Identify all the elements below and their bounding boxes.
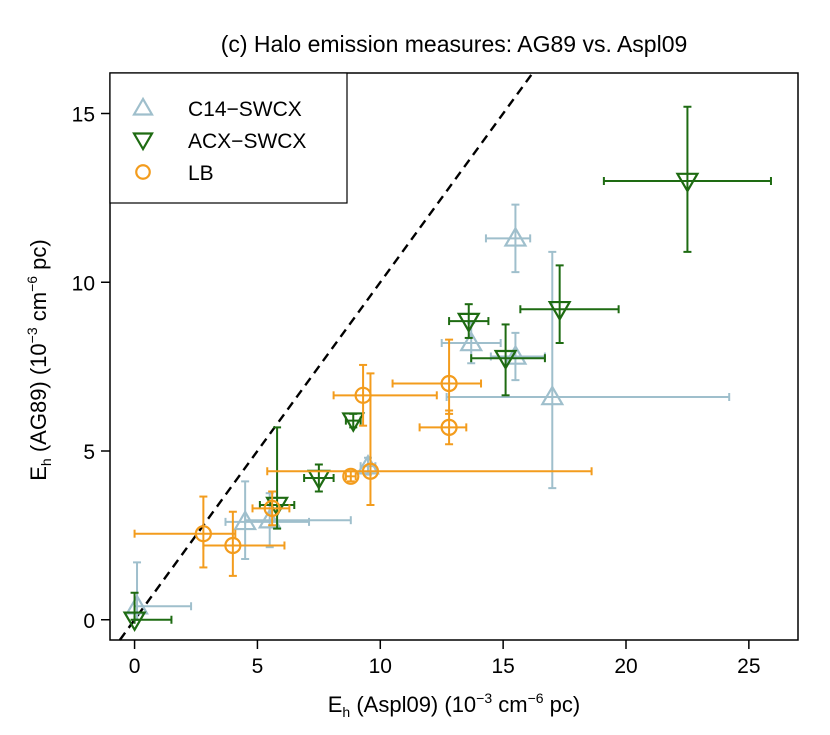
triangle-up-marker bbox=[540, 384, 565, 406]
y-tick-label: 10 bbox=[72, 272, 95, 295]
circle-marker bbox=[263, 499, 281, 517]
series-2 bbox=[133, 338, 593, 577]
data-point bbox=[448, 303, 490, 339]
triangle-up-marker bbox=[459, 330, 484, 352]
x-tick-label: 10 bbox=[369, 655, 392, 678]
x-tick-label: 20 bbox=[614, 655, 637, 678]
data-point bbox=[332, 363, 438, 427]
reference-line-layer bbox=[118, 72, 534, 641]
y-tick-label: 0 bbox=[83, 610, 95, 633]
x-axis: 0 5 10 15 20 25 bbox=[129, 640, 761, 678]
legend-label: C14−SWCX bbox=[188, 98, 302, 121]
plot-frame bbox=[109, 72, 799, 641]
legend-label: LB bbox=[188, 162, 214, 185]
circle-marker bbox=[440, 418, 458, 436]
data-point bbox=[341, 412, 366, 433]
legend-item: ACX−SWCX bbox=[132, 130, 306, 153]
data-point bbox=[470, 323, 546, 397]
x-tick-label: 5 bbox=[252, 655, 264, 678]
triangle-down-marker bbox=[132, 132, 154, 152]
triangle-up-marker bbox=[257, 507, 282, 529]
x-tick-label: 25 bbox=[737, 655, 760, 678]
data-point bbox=[303, 463, 335, 493]
data-point bbox=[133, 495, 237, 569]
data-point bbox=[122, 591, 173, 632]
chart-title: (c) Halo emission measures: AG89 vs. Asp… bbox=[221, 31, 688, 57]
data-point bbox=[519, 264, 620, 344]
data-point bbox=[244, 492, 352, 549]
circle-marker bbox=[224, 536, 242, 555]
series-0 bbox=[125, 203, 731, 621]
x-tick-label: 15 bbox=[491, 655, 514, 678]
circle-marker bbox=[342, 467, 360, 485]
legend-item: C14−SWCX bbox=[132, 96, 302, 121]
data-point bbox=[266, 372, 593, 506]
circle-marker bbox=[440, 374, 458, 393]
triangle-down-marker bbox=[675, 172, 700, 194]
data-point bbox=[391, 338, 483, 415]
reference-line-y-equals-x bbox=[118, 72, 534, 641]
data-point bbox=[602, 105, 772, 253]
triangle-up-marker bbox=[503, 226, 528, 247]
data-point bbox=[418, 409, 468, 446]
data-layer bbox=[122, 105, 772, 632]
y-axis-label: Eh (AG89) (10−3 cm−6 pc) bbox=[24, 239, 54, 481]
triangle-up-marker bbox=[503, 344, 528, 365]
data-point bbox=[445, 250, 731, 490]
circle-marker bbox=[194, 525, 212, 543]
triangle-down-marker bbox=[122, 611, 147, 632]
y-tick-label: 15 bbox=[72, 104, 95, 127]
y-axis: 0 5 10 15 bbox=[72, 104, 110, 633]
y-tick-label: 5 bbox=[83, 441, 95, 464]
triangle-down-marker bbox=[493, 349, 518, 371]
legend-item: LB bbox=[135, 162, 214, 185]
data-point bbox=[202, 510, 286, 577]
triangle-down-marker bbox=[341, 412, 366, 433]
x-axis-label: Eh (Aspl09) (10−3 cm−6 pc) bbox=[328, 690, 581, 720]
data-point bbox=[251, 490, 291, 527]
data-point bbox=[125, 561, 193, 621]
series-1 bbox=[122, 105, 772, 632]
data-point bbox=[484, 203, 532, 274]
triangle-up-marker bbox=[132, 96, 154, 116]
legend-label: ACX−SWCX bbox=[188, 130, 306, 153]
legend-box bbox=[109, 72, 348, 204]
legend: C14−SWCX ACX−SWCX LB bbox=[109, 72, 348, 204]
circle-marker bbox=[135, 164, 151, 180]
triangle-down-marker bbox=[547, 300, 572, 322]
triangle-down-marker bbox=[456, 312, 481, 334]
circle-marker bbox=[361, 462, 380, 480]
x-tick-label: 0 bbox=[129, 655, 141, 678]
